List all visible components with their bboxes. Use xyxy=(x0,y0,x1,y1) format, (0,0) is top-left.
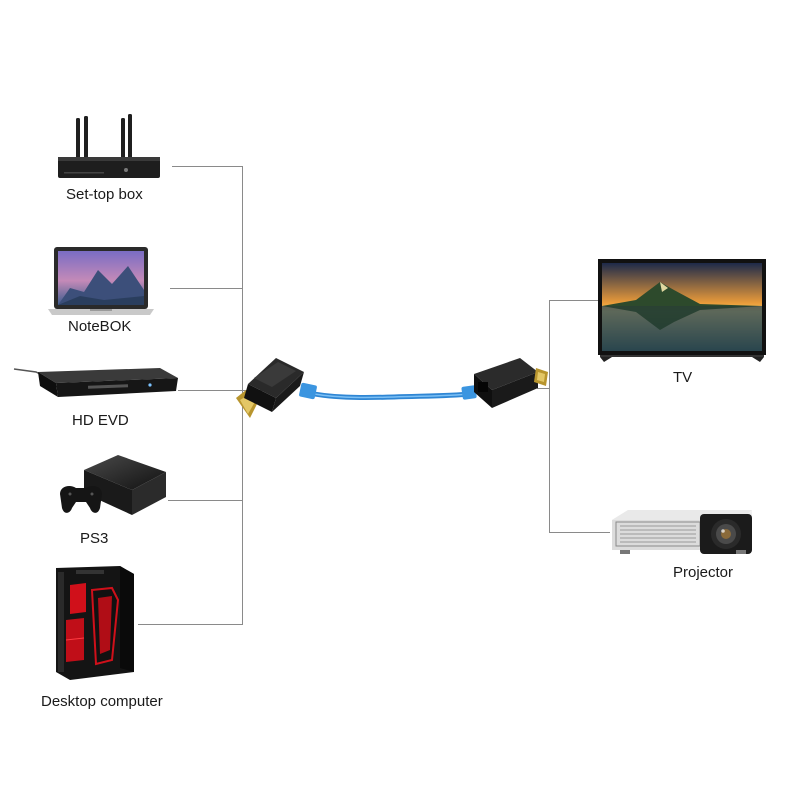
desktop-tower-icon xyxy=(56,566,134,680)
label-ps3: PS3 xyxy=(80,530,109,547)
dvd-player-icon xyxy=(13,368,178,397)
hdmi-rj45-receiver-icon[interactable] xyxy=(474,358,548,408)
tv-icon xyxy=(598,259,766,362)
label-hd-evd: HD EVD xyxy=(72,412,129,429)
label-set-top-box: Set-top box xyxy=(66,186,143,203)
label-tv: TV xyxy=(673,369,693,386)
router-icon xyxy=(58,114,160,178)
laptop-icon xyxy=(48,247,154,315)
hdmi-rj45-transmitter-icon[interactable] xyxy=(236,358,304,418)
label-projector: Projector xyxy=(673,564,734,581)
game-console-icon xyxy=(60,455,166,515)
label-desktop-computer: Desktop computer xyxy=(41,693,163,710)
ethernet-cable-icon xyxy=(299,382,477,400)
right-connector-lines xyxy=(537,300,610,533)
label-notebook: NoteBOK xyxy=(68,318,132,335)
projector-icon xyxy=(612,510,752,554)
